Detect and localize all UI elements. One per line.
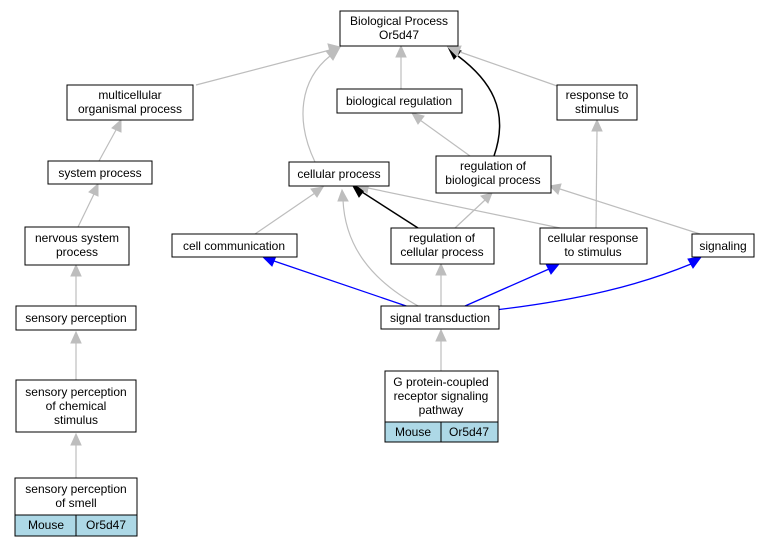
node-label-line: stimulus — [575, 102, 619, 116]
edge-cellresp-to-response — [595, 129, 598, 229]
node-sensory-perception-of-smell[interactable]: sensory perception of smell Mouse Or5d47 — [14, 477, 138, 537]
edge-head-cellresp-response — [591, 118, 603, 132]
node-label-line: Or5d47 — [379, 28, 419, 42]
node-label-line: signaling — [699, 239, 746, 253]
edge-sigtrans-to-signaling — [494, 263, 692, 311]
node-label-line: G protein-coupled — [393, 375, 488, 389]
edge-head-chemical-sensory — [70, 330, 82, 344]
node-signal-transduction[interactable]: signal transduction — [380, 305, 500, 330]
edge-head-sigtrans-regcell — [435, 262, 447, 276]
edge-head-sigtrans-cellresp — [545, 263, 561, 275]
edge-response-to-bp — [459, 51, 561, 88]
annotation-gene: Or5d47 — [86, 518, 126, 532]
node-biological-regulation[interactable]: biological regulation — [336, 88, 463, 114]
edge-head-system-multicellular — [111, 118, 122, 133]
node-label-line: system process — [58, 166, 141, 180]
node-regulation-of-cellular-process[interactable]: regulation of cellular process — [390, 227, 495, 265]
node-label-line: stimulus — [54, 413, 98, 427]
node-multicellular-organismal-process[interactable]: multicellular organismal process — [66, 84, 194, 121]
node-cellular-process[interactable]: cellular process — [288, 161, 390, 187]
node-label-line: sensory perception — [25, 311, 126, 325]
edge-system-to-multicellular — [98, 129, 117, 162]
edge-head-regbio-bioreg — [411, 112, 425, 125]
edges — [70, 43, 703, 478]
node-regulation-of-biological-process[interactable]: regulation of biological process — [435, 155, 552, 194]
annotation-species: Mouse — [28, 518, 64, 532]
node-label-line: regulation of — [409, 231, 476, 245]
node-nervous-system-process[interactable]: nervous system process — [24, 226, 130, 266]
node-label-line: Biological Process — [350, 14, 448, 28]
edge-regbio-to-bp — [457, 55, 501, 157]
edge-head-nervous-system — [88, 182, 99, 197]
edge-head-regcell-regbio — [480, 192, 493, 204]
node-label-line: cellular process — [400, 245, 483, 259]
node-label-line: biological regulation — [346, 94, 452, 108]
edge-signaling-to-regbio — [559, 188, 701, 235]
node-signaling[interactable]: signaling — [691, 233, 755, 258]
node-label-line: to stimulus — [564, 245, 621, 259]
node-g-protein-coupled-receptor-signaling-pathway[interactable]: G protein-coupled receptor signaling pat… — [384, 370, 499, 443]
edge-head-sigtrans-signaling — [687, 256, 703, 269]
node-label-line: sensory perception — [25, 385, 126, 399]
edge-head-cellcomm-cellular — [310, 186, 324, 198]
node-cellular-response-to-stimulus[interactable]: cellular response to stimulus — [539, 227, 648, 265]
node-label-line: biological process — [445, 173, 540, 187]
edge-sigtrans-to-cellcomm — [273, 260, 419, 311]
annotation-gene-cell — [440, 421, 499, 443]
edge-regcell-to-regbio — [454, 199, 486, 229]
node-label-line: nervous system — [35, 231, 119, 245]
edge-sigtrans-to-cellresp — [464, 268, 550, 307]
node-label-line: of smell — [55, 496, 96, 510]
annotation-gene-cell — [75, 514, 138, 537]
node-label-line: signal transduction — [390, 311, 490, 325]
node-sensory-perception[interactable]: sensory perception — [15, 305, 137, 331]
edge-head-cellular-bp — [325, 46, 342, 61]
node-label-line: of chemical — [46, 399, 107, 413]
node-label-line: cellular process — [297, 167, 380, 181]
node-label-line: cell communication — [183, 239, 285, 253]
node-label-line: cellular response — [548, 231, 639, 245]
node-label-line: pathway — [419, 403, 464, 417]
node-label-line: process — [56, 245, 98, 259]
node-cell-communication[interactable]: cell communication — [171, 233, 298, 258]
node-sensory-perception-of-chemical-stimulus[interactable]: sensory perception of chemical stimulus — [15, 379, 137, 433]
edge-regbio-to-bioreg — [419, 119, 471, 157]
edge-cellcomm-to-cellular — [254, 192, 316, 235]
edge-sigtrans-to-cellular — [342, 199, 421, 308]
edge-head-sigtrans-cellular — [337, 188, 349, 202]
node-label-line: organismal process — [78, 102, 182, 116]
edge-regcell-to-cellular — [361, 191, 419, 229]
node-label-line: response to — [566, 88, 629, 102]
annotation-species: Mouse — [395, 425, 431, 439]
edge-multicellular-to-bp — [195, 49, 331, 86]
edge-nervous-to-system — [77, 193, 95, 228]
edge-head-sensory-nervous — [70, 263, 82, 277]
node-label-line: receptor signaling — [394, 389, 489, 403]
nodes: Biological Process Or5d47 multicellular … — [14, 10, 755, 537]
edge-head-bioreg-bp — [395, 44, 407, 58]
edge-cellresp-to-cellular — [367, 187, 561, 229]
edge-cellular-to-bp — [302, 55, 331, 163]
node-system-process[interactable]: system process — [47, 160, 153, 185]
node-label-line: sensory perception — [25, 482, 126, 496]
edge-head-gpcr-sigtrans — [435, 328, 447, 342]
node-label-line: multicellular — [98, 88, 161, 102]
edge-head-smell-chemical — [70, 432, 82, 446]
node-label-line: regulation of — [460, 159, 527, 173]
node-biological-process[interactable]: Biological Process Or5d47 — [339, 10, 459, 47]
node-response-to-stimulus[interactable]: response to stimulus — [556, 84, 638, 121]
annotation-gene: Or5d47 — [449, 425, 489, 439]
edge-head-signaling-regbio — [548, 183, 562, 195]
